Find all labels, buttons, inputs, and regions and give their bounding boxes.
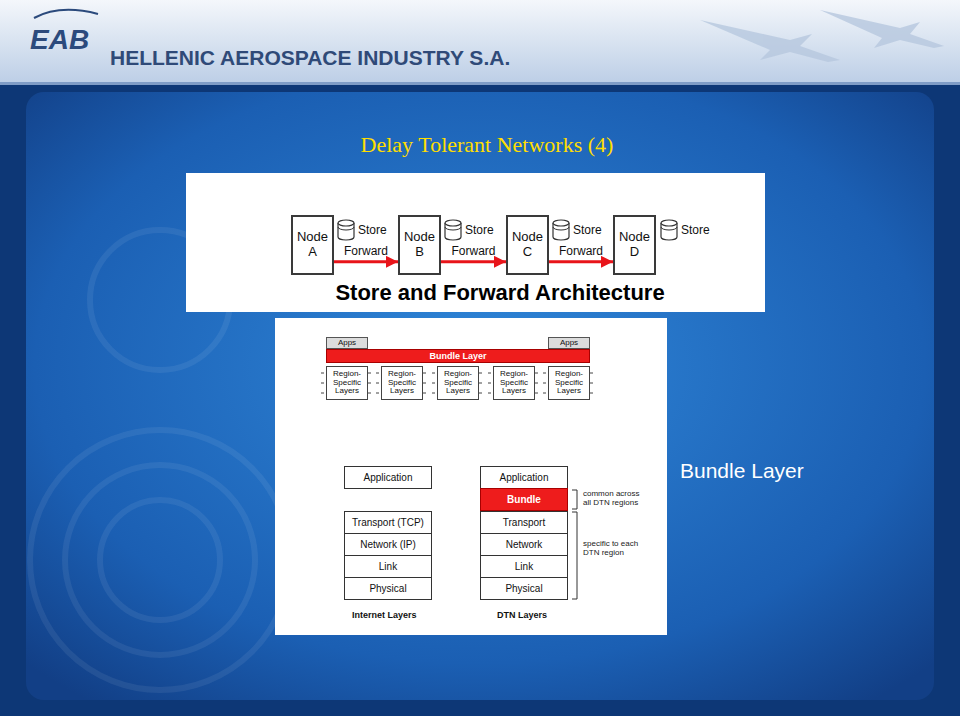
cylinder-ring: [553, 227, 569, 230]
apps-box: Apps: [548, 337, 590, 349]
logo-mark: EAB: [30, 24, 89, 56]
node-text: Store: [573, 224, 602, 236]
layer-box: Transport: [480, 511, 568, 534]
layer-box: Bundle: [480, 488, 568, 511]
layer-bracket: [572, 490, 577, 599]
store-cylinder: Store: [552, 219, 606, 241]
region-box: Region-Specific Layers: [437, 366, 479, 400]
layer-box: Link: [480, 555, 568, 578]
layer-box: Link: [344, 555, 432, 578]
node-text: Link: [515, 562, 533, 572]
node-text: Link: [379, 562, 397, 572]
side-heading: Bundle Layer: [680, 459, 804, 483]
bundle-band: Bundle Layer: [326, 349, 590, 363]
cylinder-ring: [445, 227, 461, 230]
node-text: Application: [500, 473, 549, 483]
node-text: Region-Specific Layers: [383, 370, 421, 396]
cylinder-icon: [337, 219, 355, 241]
cylinder-ring: [661, 227, 677, 230]
cylinder-top: [445, 220, 461, 226]
network-node: Node B: [398, 215, 441, 275]
node-text: Region-Specific Layers: [495, 370, 533, 396]
layer-box: Network: [480, 533, 568, 556]
node-text: Network: [506, 540, 543, 550]
slide-title: Delay Tolerant Networks (4): [257, 132, 717, 158]
logo-swoosh: [34, 10, 98, 18]
node-text: Apps: [560, 339, 578, 347]
network-node: Node A: [291, 215, 334, 275]
region-box: Region-Specific Layers: [493, 366, 535, 400]
bracket-note: common across all DTN regions: [583, 489, 649, 507]
cylinder-top: [338, 220, 354, 226]
node-text: Node D: [617, 230, 652, 260]
region-box: Region-Specific Layers: [326, 366, 368, 400]
node-text: Node B: [402, 230, 437, 260]
jet-silhouettes: [700, 10, 944, 62]
cylinder-top: [553, 220, 569, 226]
node-text: Region-Specific Layers: [328, 370, 366, 396]
edge-label: Forward: [451, 245, 495, 257]
node-text: Node C: [510, 230, 545, 260]
network-node: Node D: [613, 215, 656, 275]
node-text: Network (IP): [360, 540, 416, 550]
content-panel: [26, 92, 934, 700]
node-text: Bundle Layer: [429, 352, 486, 361]
cylinder-top: [661, 220, 677, 226]
layer-box: Network (IP): [344, 533, 432, 556]
node-text: Bundle: [507, 495, 541, 505]
header-rule: [0, 82, 960, 85]
forward-arrow: [549, 260, 613, 263]
edge-label: Forward: [344, 245, 388, 257]
forward-arrow: [441, 260, 506, 263]
node-text: Node A: [295, 230, 330, 260]
node-text: Physical: [369, 584, 406, 594]
node-text: Application: [364, 473, 413, 483]
company-name: HELLENIC AEROSPACE INDUSTRY S.A.: [110, 46, 510, 70]
cylinder-ring: [338, 227, 354, 230]
network-node: Node C: [506, 215, 549, 275]
cylinder-icon: [444, 219, 462, 241]
region-box: Region-Specific Layers: [381, 366, 423, 400]
stack-label: DTN Layers: [497, 610, 547, 620]
layer-box: Transport (TCP): [344, 511, 432, 534]
node-text: Region-Specific Layers: [550, 370, 588, 396]
figure-caption: Store and Forward Architecture: [260, 280, 740, 306]
bracket-note: specific to each DTN region: [583, 539, 649, 557]
figure-panel: [275, 318, 667, 635]
forward-arrow: [334, 260, 398, 263]
store-cylinder: Store: [337, 219, 391, 241]
node-text: Apps: [338, 339, 356, 347]
node-text: Store: [358, 224, 387, 236]
node-text: Store: [465, 224, 494, 236]
layer-box: Physical: [344, 577, 432, 600]
layer-box: Application: [344, 466, 432, 489]
cylinder-icon: [552, 219, 570, 241]
stack-label: Internet Layers: [352, 610, 417, 620]
node-text: Transport: [503, 518, 545, 528]
layer-box: Physical: [480, 577, 568, 600]
region-box: Region-Specific Layers: [548, 366, 590, 400]
store-cylinder: Store: [444, 219, 498, 241]
node-text: Store: [681, 224, 710, 236]
node-text: Physical: [505, 584, 542, 594]
node-text: Transport (TCP): [352, 518, 424, 528]
header-bar: [0, 0, 960, 84]
apps-box: Apps: [326, 337, 368, 349]
figure-panel: [186, 173, 765, 312]
layer-box: Application: [480, 466, 568, 489]
cylinder-icon: [660, 219, 678, 241]
edge-label: Forward: [559, 245, 603, 257]
store-cylinder: Store: [660, 219, 716, 241]
node-text: Region-Specific Layers: [439, 370, 477, 396]
